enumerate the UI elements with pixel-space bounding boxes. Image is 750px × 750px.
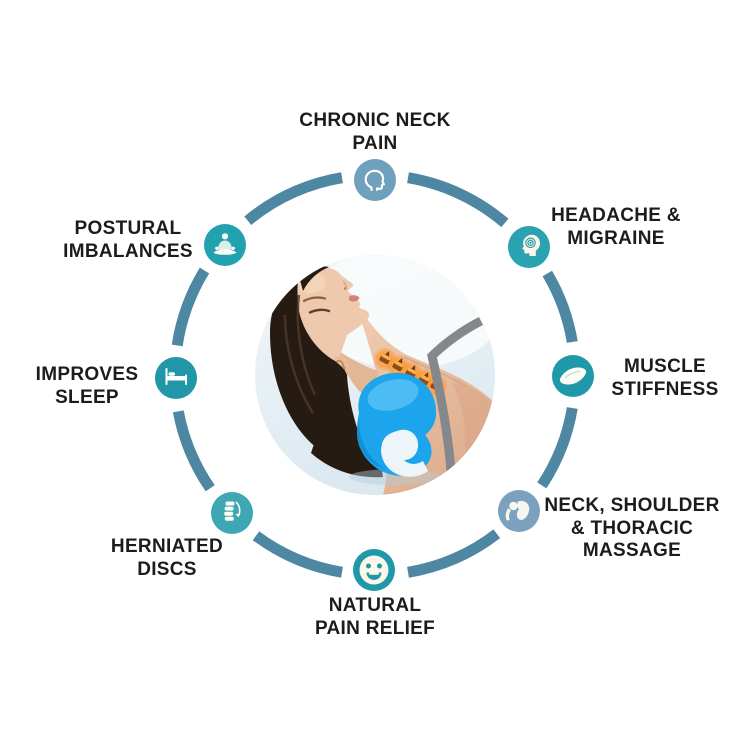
label-neck-shoulder-massage: NECK, SHOULDER & THORACIC MASSAGE — [544, 495, 719, 563]
meditation-icon — [213, 233, 237, 255]
label-headache-migraine: HEADACHE & MIGRAINE — [551, 205, 681, 250]
hair-strands — [283, 294, 317, 414]
icon-postural-imbalances — [203, 223, 247, 267]
label-line: SLEEP — [55, 386, 119, 408]
label-muscle-stiffness: MUSCLE STIFFNESS — [611, 356, 718, 401]
icon-circle — [354, 159, 396, 201]
smiley-icon — [359, 555, 389, 585]
label-line: NATURAL — [328, 595, 422, 616]
lips — [348, 295, 360, 302]
label-line: STIFFNESS — [611, 378, 719, 400]
muscle-icon — [559, 367, 587, 385]
closed-eye — [308, 308, 331, 314]
shoulder-joint-icon — [505, 500, 530, 521]
pillow-highlight — [367, 379, 419, 411]
label-natural-pain-relief: NATURAL PAIN RELIEF — [315, 595, 435, 640]
ring-arc — [171, 267, 210, 347]
label-line: NECK, SHOULDER — [544, 495, 720, 516]
label-line: & THORACIC — [570, 517, 694, 539]
label-line: PAIN RELIEF — [314, 617, 436, 639]
label-chronic-neck-pain: CHRONIC NECK PAIN — [299, 110, 450, 155]
icon-improves-sleep — [154, 356, 198, 400]
label-line: IMBALANCES — [63, 240, 193, 262]
label-line: PAIN — [352, 132, 398, 154]
pillow-notch — [381, 429, 428, 477]
icon-natural-pain-relief — [352, 548, 396, 592]
icon-herniated-discs — [210, 491, 254, 535]
ring-arc — [537, 407, 578, 489]
shoulder-strap — [427, 316, 484, 472]
ring-arc — [407, 172, 509, 228]
label-improves-sleep: IMPROVES SLEEP — [36, 364, 139, 409]
icon-headache-migraine — [507, 225, 551, 269]
nostril — [343, 287, 347, 290]
ring-arc — [407, 529, 501, 578]
neck-pillow-photo-illustration — [255, 255, 495, 495]
ring-arc — [542, 270, 578, 343]
label-line: MIGRAINE — [567, 227, 665, 249]
woman-hair — [270, 273, 373, 468]
icon-neck-shoulder-massage — [497, 489, 541, 533]
icon-muscle-stiffness — [551, 354, 595, 398]
label-postural-imbalances: POSTURAL IMBALANCES — [63, 218, 193, 263]
ring-arc — [252, 531, 343, 578]
icon-chronic-neck-pain — [353, 158, 397, 202]
center-product-photo — [255, 255, 495, 495]
ring-arc — [172, 410, 215, 492]
pillow-shading — [357, 413, 385, 469]
ring-arcs — [171, 172, 578, 578]
label-line: IMPROVES — [35, 364, 139, 385]
label-line: DISCS — [137, 558, 197, 580]
label-line: HEADACHE & — [551, 205, 681, 226]
label-herniated-discs: HERNIATED DISCS — [111, 536, 223, 581]
head-target-icon — [522, 234, 540, 256]
eyebrow — [302, 296, 327, 303]
label-line: MASSAGE — [582, 540, 682, 561]
label-line: HERNIATED — [110, 536, 224, 557]
spine-icon — [224, 501, 241, 521]
label-line: POSTURAL — [74, 218, 182, 239]
label-line: MUSCLE — [623, 356, 707, 377]
ring-arc — [244, 172, 343, 225]
head-profile-icon — [364, 169, 386, 192]
hair-lower-strands — [311, 441, 383, 478]
label-line: CHRONIC NECK — [299, 110, 451, 131]
bed-icon — [165, 368, 187, 385]
